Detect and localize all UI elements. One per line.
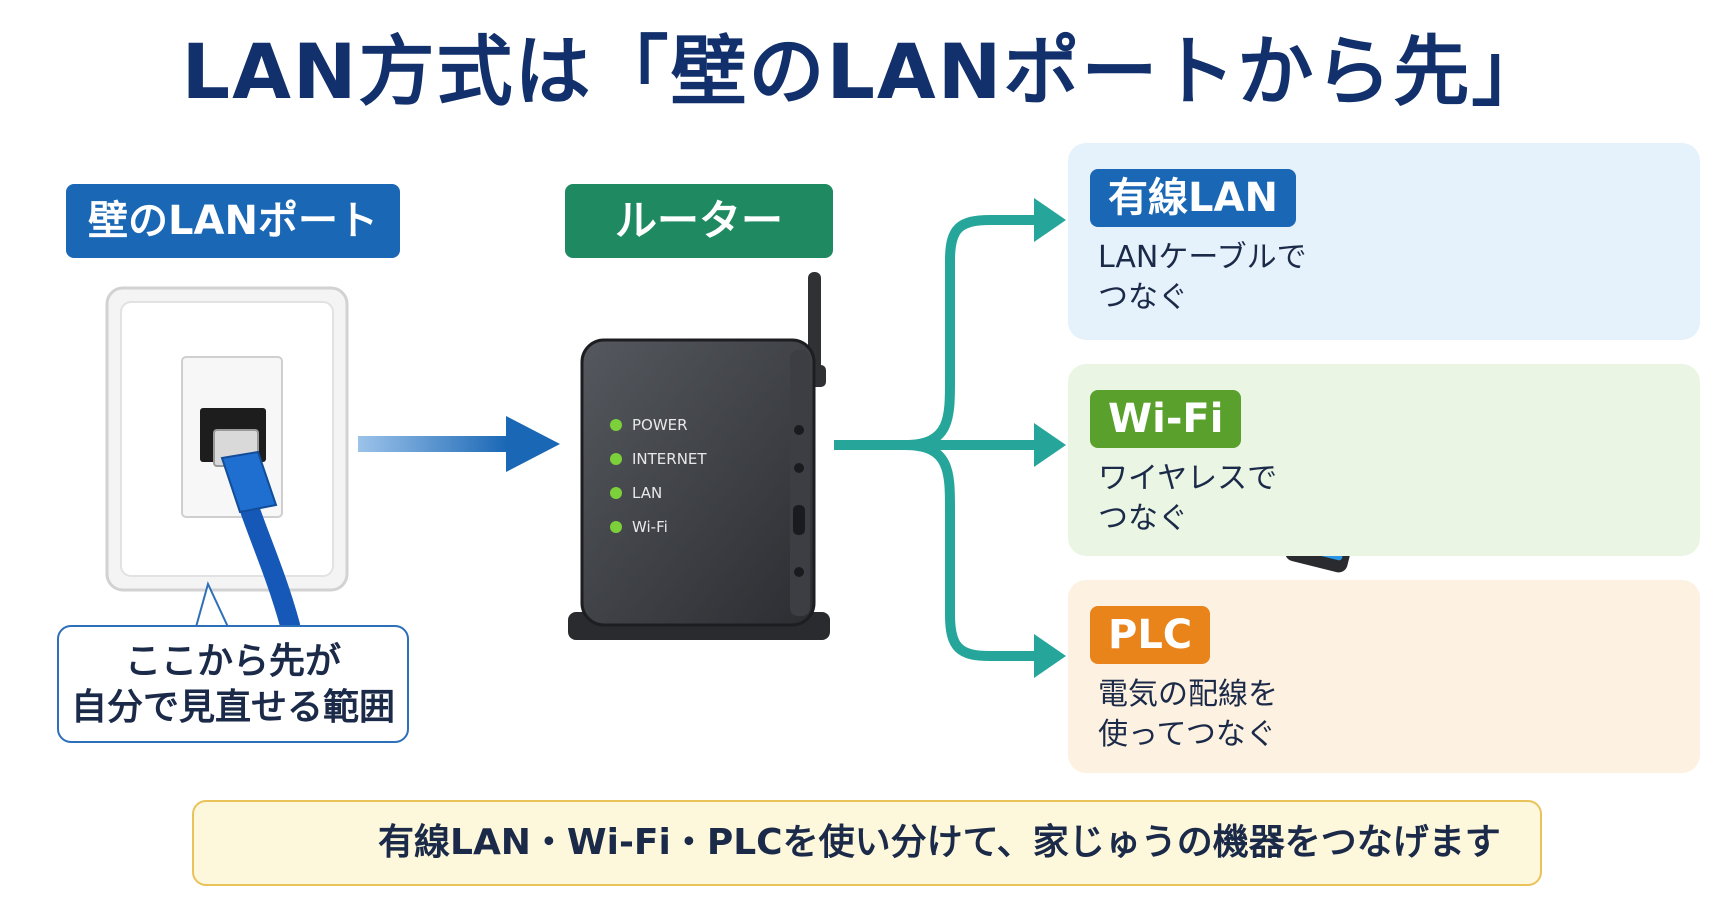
callout-line-2: 自分で見直せる範囲 — [70, 687, 395, 728]
router-to-methods-arrows — [834, 215, 1040, 661]
wifi-desc-line-1: ワイヤレスで — [1098, 461, 1278, 496]
callout-line-1: ここから先が — [124, 641, 341, 682]
page-title: LAN方式は「壁のLANポートから先」 — [181, 27, 1550, 116]
wifi-desc-line-2: つなぐ — [1098, 501, 1188, 536]
arrow-heads — [1034, 198, 1066, 678]
router-led-label-0: POWER — [632, 416, 688, 434]
wifi-label: Wi-Fi — [1090, 390, 1242, 448]
wired-lan-description: LANケーブルで つなぐ — [1098, 238, 1307, 318]
wifi-description: ワイヤレスで つなぐ — [1098, 459, 1277, 539]
router-label: ルーター — [565, 184, 833, 258]
router-led-2 — [610, 487, 622, 499]
plc-desc-line-2: 使ってつなぐ — [1098, 717, 1276, 752]
wall-to-router-arrow — [358, 416, 560, 472]
router-led-label-3: Wi-Fi — [632, 518, 668, 536]
wired-lan-label: 有線LAN — [1090, 169, 1296, 227]
router-led-3 — [610, 521, 622, 533]
lan-cable-icon — [213, 429, 312, 715]
wall-port-label: 壁のLANポート — [66, 184, 400, 258]
plc-desc-line-1: 電気の配線を — [1098, 677, 1278, 712]
wifi-panel: Wi-Fi ワイヤレスで つなぐ — [1068, 364, 1700, 556]
router-led-list: POWER INTERNET LAN Wi-Fi — [610, 416, 707, 536]
plc-label: PLC — [1090, 606, 1211, 664]
router-led-label-2: LAN — [632, 484, 662, 502]
router-led-0 — [610, 419, 622, 431]
wired-lan-desc-line-1: LANケーブルで — [1098, 240, 1307, 275]
plc-description: 電気の配線を 使ってつなぐ — [1098, 675, 1278, 755]
router-led-1 — [610, 453, 622, 465]
footer-note: 有線LAN・Wi-Fi・PLCを使い分けて、家じゅうの機器をつなげます — [192, 800, 1542, 886]
plc-panel: PLC 電気の配線を 使ってつなぐ — [1068, 580, 1700, 773]
footer-text: 有線LAN・Wi-Fi・PLCを使い分けて、家じゅうの機器をつなげます — [378, 822, 1501, 863]
wired-lan-desc-line-2: つなぐ — [1098, 280, 1188, 315]
editable-scope-callout: ここから先が 自分で見直せる範囲 — [57, 625, 409, 743]
router-device — [568, 272, 830, 640]
wired-lan-panel: 有線LAN LANケーブルで つなぐ — [1068, 143, 1700, 340]
router-led-label-1: INTERNET — [632, 450, 707, 468]
